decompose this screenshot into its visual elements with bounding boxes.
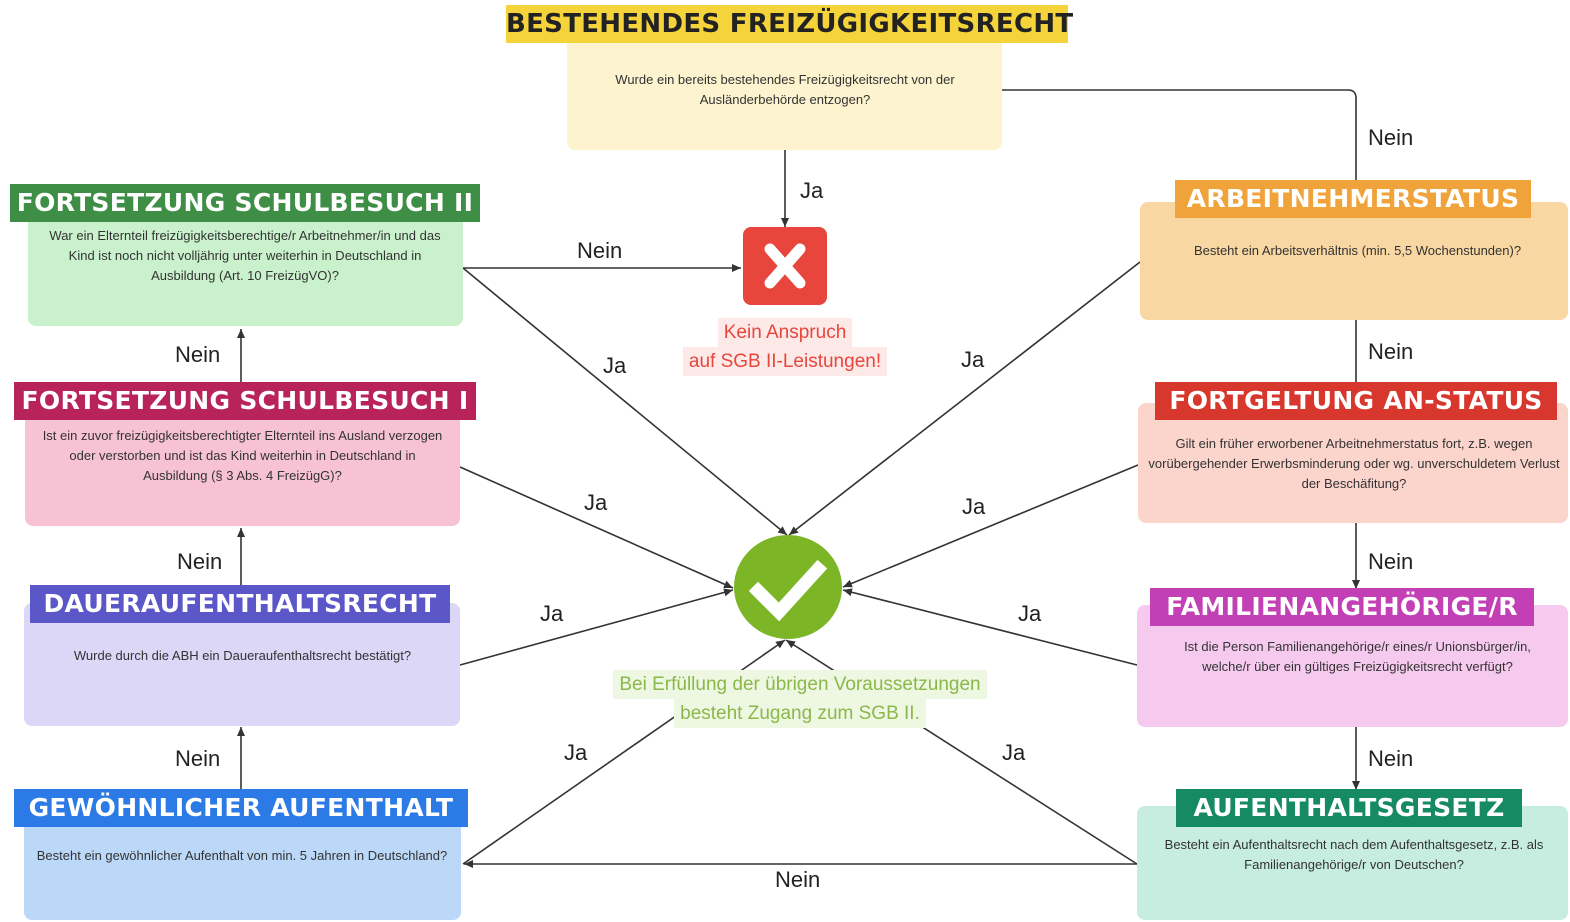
auf-question: Besteht ein Aufenthaltsrecht nach dem Au… [1164, 837, 1544, 872]
positive-line2: besteht Zugang zum SGB II. [674, 699, 926, 728]
label-auf-nein: Nein [775, 867, 821, 892]
dauer-question: Wurde durch die ABH ein Daueraufenthalts… [73, 648, 412, 663]
sb2-title: FORTSETZUNG SCHULBESUCH II [10, 184, 480, 222]
sb2-question: War ein Elternteil freizügigkeitsberecht… [49, 228, 441, 283]
auf-title: AUFENTHALTSGESETZ [1176, 789, 1522, 827]
fam-title: FAMILIENANGEHÖRIGE/R [1150, 588, 1534, 626]
top-question-box [567, 36, 1002, 150]
label-dauer-nein: Nein [177, 549, 223, 574]
label-fam-nein: Nein [1368, 746, 1414, 771]
label-top-nein: Nein [1368, 125, 1414, 150]
dauer-box [24, 603, 460, 726]
label-fam-ja: Ja [1018, 601, 1042, 626]
fort-box [1138, 403, 1568, 523]
label-fort-nein: Nein [1368, 549, 1414, 574]
gew-question: Besteht ein gewöhnlicher Aufenthalt von … [36, 848, 448, 863]
close-icon [764, 243, 806, 289]
label-sb2-nein: Nein [577, 238, 623, 263]
fam-question: Ist die Person Familienangehörige/r eine… [1184, 639, 1531, 674]
label-auf-ja: Ja [1002, 740, 1026, 765]
label-an-ja: Ja [961, 347, 985, 372]
edge-sb1-ja [459, 466, 734, 589]
label-top-ja: Ja [800, 178, 824, 203]
top-title: BESTEHENDES FREIZÜGIGKEITSRECHT [506, 5, 1073, 43]
negative-result-text: Kein Anspruch auf SGB II-Leistungen! [660, 318, 910, 376]
label-dauer-ja: Ja [540, 601, 564, 626]
label-fort-ja: Ja [962, 494, 986, 519]
gew-title: GEWÖHNLICHER AUFENTHALT [14, 789, 468, 827]
an-question: Besteht ein Arbeitsverhältnis (min. 5,5 … [1193, 243, 1522, 258]
fort-question: Gilt ein früher erworbener Arbeitnehmers… [1148, 436, 1560, 491]
edge-sb2-ja [462, 267, 788, 536]
check-icon [748, 559, 828, 622]
edge-an-ja [788, 261, 1141, 536]
an-title: ARBEITNEHMERSTATUS [1175, 180, 1531, 218]
sb1-question: Ist ein zuvor freizügigkeitsberechtigter… [42, 428, 443, 483]
positive-result-icon [734, 535, 842, 639]
label-sb1-ja: Ja [584, 490, 608, 515]
edge-fam-ja [842, 588, 1138, 666]
edge-fort-ja [842, 464, 1139, 588]
dauer-title: DAUERAUFENTHALTSRECHT [30, 585, 450, 623]
label-gew-ja: Ja [564, 740, 588, 765]
label-an-nein: Nein [1368, 339, 1414, 364]
edge-top-nein [1002, 89, 1357, 182]
negative-line1: Kein Anspruch [717, 318, 853, 347]
label-sb1-nein: Nein [175, 342, 221, 367]
label-sb2-ja: Ja [603, 353, 627, 378]
positive-result-text: Bei Erfüllung der übrigen Voraussetzunge… [580, 670, 1020, 728]
top-question: Wurde ein bereits bestehendes Freizügigk… [615, 72, 955, 107]
sb1-box [25, 400, 460, 526]
positive-line1: Bei Erfüllung der übrigen Voraussetzunge… [613, 670, 987, 699]
fort-title: FORTGELTUNG AN-STATUS [1155, 382, 1557, 420]
an-box [1140, 202, 1568, 320]
negative-line2: auf SGB II-Leistungen! [682, 347, 888, 376]
edge-dauer-ja [459, 588, 734, 666]
sb1-title: FORTSETZUNG SCHULBESUCH I [14, 382, 476, 420]
label-gew-nein: Nein [175, 746, 221, 771]
negative-result-icon [743, 227, 827, 305]
